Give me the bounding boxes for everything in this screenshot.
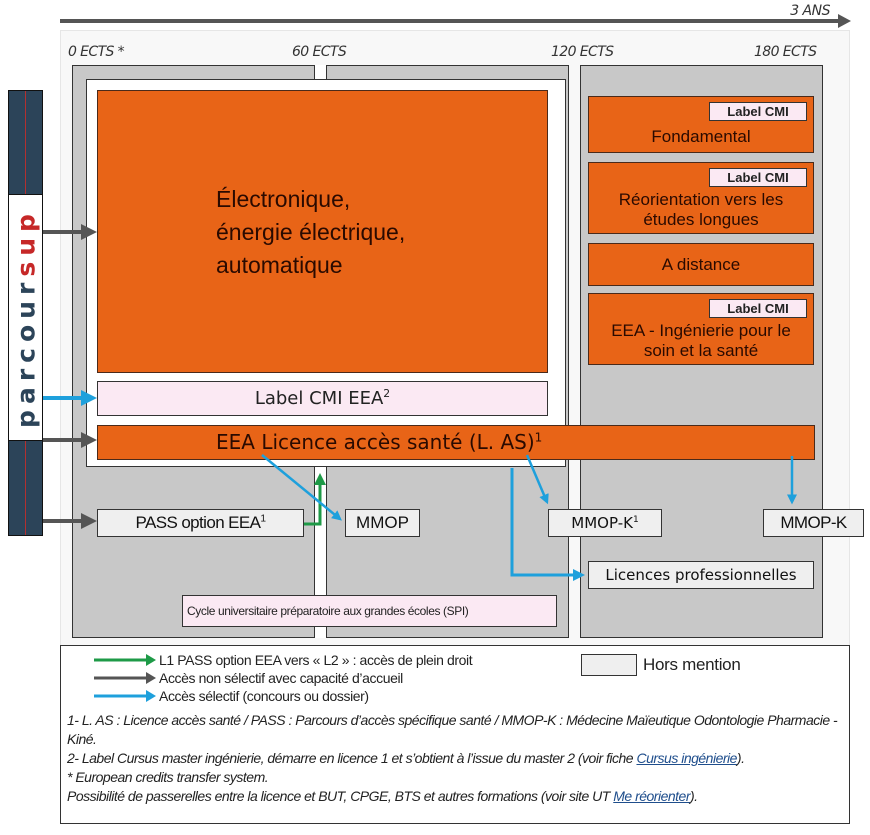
label-cmi-eea-box[interactable]: Label CMI EEA2 [97, 381, 548, 416]
footnote-text: 2- Label Cursus master ingénierie, démar… [67, 750, 637, 766]
parcoursup-letter: r [11, 362, 40, 381]
label-cmi-badge: Label CMI [709, 168, 807, 187]
ects-marker-0: 0 ECTS * [68, 44, 125, 60]
legend-green-arrow-head-icon [146, 654, 156, 666]
duration-label: 3 ANS [790, 3, 830, 19]
legend: L1 PASS option EEA vers « L2 » : accès d… [60, 645, 850, 707]
me-reorienter-link[interactable]: Me réorienter [613, 788, 690, 804]
legend-item-blue: Accès sélectif (concours ou dossier) [159, 688, 369, 704]
parcoursup-logo: parcoursup [8, 90, 43, 536]
main-program-box[interactable]: Électronique, énergie électrique, automa… [97, 90, 548, 373]
parcoursup-letter: c [11, 341, 40, 363]
footnote-text: Possibilité de passerelles entre la lice… [67, 788, 614, 804]
box-text: MMOP-K [780, 513, 847, 532]
track-ingenierie-sante[interactable]: Label CMI EEA - Ingénierie pour le soin … [588, 293, 814, 365]
footnote-ref: 2 [383, 387, 391, 400]
legend-blue-arrow-head-icon [146, 690, 156, 702]
cursus-ingenierie-link[interactable]: Cursus ingénierie [636, 750, 737, 766]
mmop-k1-box[interactable]: MMOP-K1 [548, 509, 662, 537]
parcoursup-letter: a [11, 380, 40, 404]
box-text: MMOP-K [571, 514, 633, 532]
footnote-ref: 1 [632, 515, 639, 525]
parcoursup-letter: r [11, 276, 40, 295]
legend-item-grey: Accès non sélectif avec capacité d’accue… [159, 670, 403, 686]
label-cmi-badge: Label CMI [709, 299, 807, 318]
track-a-distance[interactable]: A distance [588, 243, 814, 286]
licences-pro-box[interactable]: Licences professionnelles [588, 561, 814, 589]
mmop-box[interactable]: MMOP [345, 509, 420, 537]
ects-marker-60: 60 ECTS [292, 44, 347, 60]
las-box[interactable]: EEA Licence accès santé (L. AS)1 [97, 425, 815, 460]
box-text: MMOP [356, 513, 409, 532]
ects-marker-120: 120 ECTS [551, 44, 614, 60]
hors-mention-label: Hors mention [643, 655, 741, 674]
las-text: EEA Licence accès santé (L. AS) [216, 430, 535, 454]
legend-item-green: L1 PASS option EEA vers « L2 » : accès d… [159, 652, 473, 668]
main-program-title: Électronique, énergie électrique, automa… [216, 183, 405, 282]
track-title: A distance [661, 255, 741, 274]
footnote-text: ). [690, 788, 698, 804]
box-text: PASS option EEA [135, 513, 261, 532]
footnote-2: 2- Label Cursus master ingénierie, démar… [67, 749, 849, 768]
main-program-line: automatique [216, 252, 343, 278]
footnote-text: ). [736, 750, 745, 766]
hors-mention-swatch [581, 654, 637, 676]
legend-grey-arrow-head-icon [146, 672, 156, 684]
timeline-arrow-head-icon [838, 14, 851, 28]
parcoursup-letter: o [11, 318, 40, 342]
mmop-k-box[interactable]: MMOP-K [763, 509, 864, 537]
footnote-1: 1- L. AS : Licence accès santé / PASS : … [67, 712, 838, 747]
label-cmi-badge: Label CMI [709, 102, 807, 121]
logo-white-band: parcoursup [9, 194, 42, 441]
legend-arrows [94, 654, 156, 702]
parcoursup-letter: p [11, 207, 40, 232]
track-fondamental[interactable]: Label CMI Fondamental [588, 96, 814, 153]
footnotes: 1- L. AS : Licence accès santé / PASS : … [60, 706, 850, 824]
parcoursup-letter: p [11, 403, 40, 428]
footnote-ref: 1 [534, 430, 543, 445]
footnote-ref: 1 [260, 513, 266, 525]
timeline-arrow-line [60, 19, 840, 23]
track-title: Fondamental [651, 127, 751, 146]
parcoursup-letter: u [11, 294, 40, 319]
track-title: Réorientation vers les études longues [618, 190, 784, 229]
parcoursup-letter: u [11, 231, 40, 256]
footnote-passerelles: Possibilité de passerelles entre la lice… [67, 787, 849, 806]
track-title: EEA - Ingénierie pour le soin et la sant… [611, 321, 791, 360]
box-text: Cycle universitaire préparatoire aux gra… [187, 604, 469, 618]
parcoursup-letter: s [11, 255, 40, 277]
pass-option-eea-box[interactable]: PASS option EEA1 [97, 509, 304, 537]
cycle-spi-box[interactable]: Cycle universitaire préparatoire aux gra… [182, 595, 557, 627]
footnote-ects: * European credits transfer system. [67, 769, 269, 785]
parcoursup-wordmark: parcoursup [11, 208, 40, 428]
ects-marker-180: 180 ECTS [754, 44, 817, 60]
main-program-line: énergie électrique, [216, 219, 406, 245]
track-reorientation[interactable]: Label CMI Réorientation vers les études … [588, 162, 814, 234]
box-text: Licences professionnelles [605, 566, 797, 584]
label-cmi-eea-text: Label CMI EEA [254, 388, 384, 409]
main-program-line: Électronique, [216, 186, 351, 212]
